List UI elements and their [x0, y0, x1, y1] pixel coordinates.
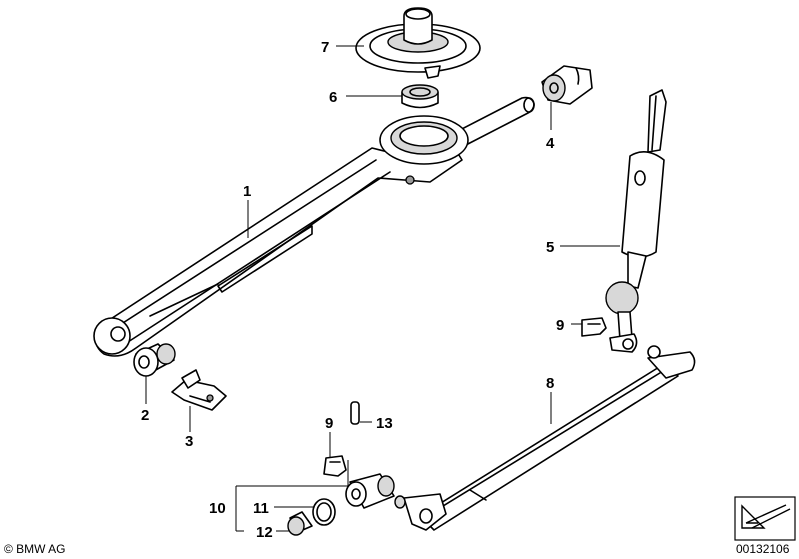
callout-9-upper: 9 [556, 317, 564, 334]
part-9-spring-clip-lower[interactable] [323, 455, 347, 477]
callout-10: 10 [209, 500, 226, 517]
part-6-bearing-bush[interactable] [401, 84, 439, 109]
part-3-retaining-clip[interactable] [171, 369, 227, 411]
callout-4: 4 [546, 135, 555, 152]
part-5-shift-rod[interactable] [605, 89, 667, 353]
copyright-text: © BMW AG [4, 542, 66, 556]
part-8-selector-shaft[interactable] [394, 345, 696, 531]
callout-11: 11 [253, 500, 269, 517]
callout-6: 6 [329, 89, 337, 106]
callout-8: 8 [546, 375, 554, 392]
callout-7: 7 [321, 39, 329, 56]
callout-5: 5 [546, 239, 554, 256]
callout-2: 2 [141, 407, 149, 424]
leader-lines [145, 45, 620, 532]
callout-labels: 7 6 1 4 5 9 8 2 3 9 13 10 11 12 [141, 39, 564, 541]
part-11-o-ring[interactable] [312, 498, 336, 526]
callout-9-lower: 9 [325, 415, 333, 432]
callout-12: 12 [256, 524, 273, 541]
part-12-bushing[interactable] [287, 511, 313, 536]
callout-1: 1 [243, 183, 251, 200]
part-7-boot-seal[interactable] [355, 7, 481, 79]
part-9-spring-clip-upper[interactable] [581, 317, 607, 337]
part-2-pivot-bushing[interactable] [133, 343, 176, 377]
diagram-number: 00132106 [736, 542, 790, 556]
part-10-joint[interactable] [345, 473, 395, 509]
part-13-pin[interactable] [350, 401, 360, 425]
view-direction-arrow-icon [734, 496, 796, 541]
callout-3: 3 [185, 433, 193, 450]
part-4-rubber-mount[interactable] [541, 65, 593, 105]
part-1-selector-lever[interactable] [93, 96, 535, 357]
callout-13: 13 [376, 415, 393, 432]
